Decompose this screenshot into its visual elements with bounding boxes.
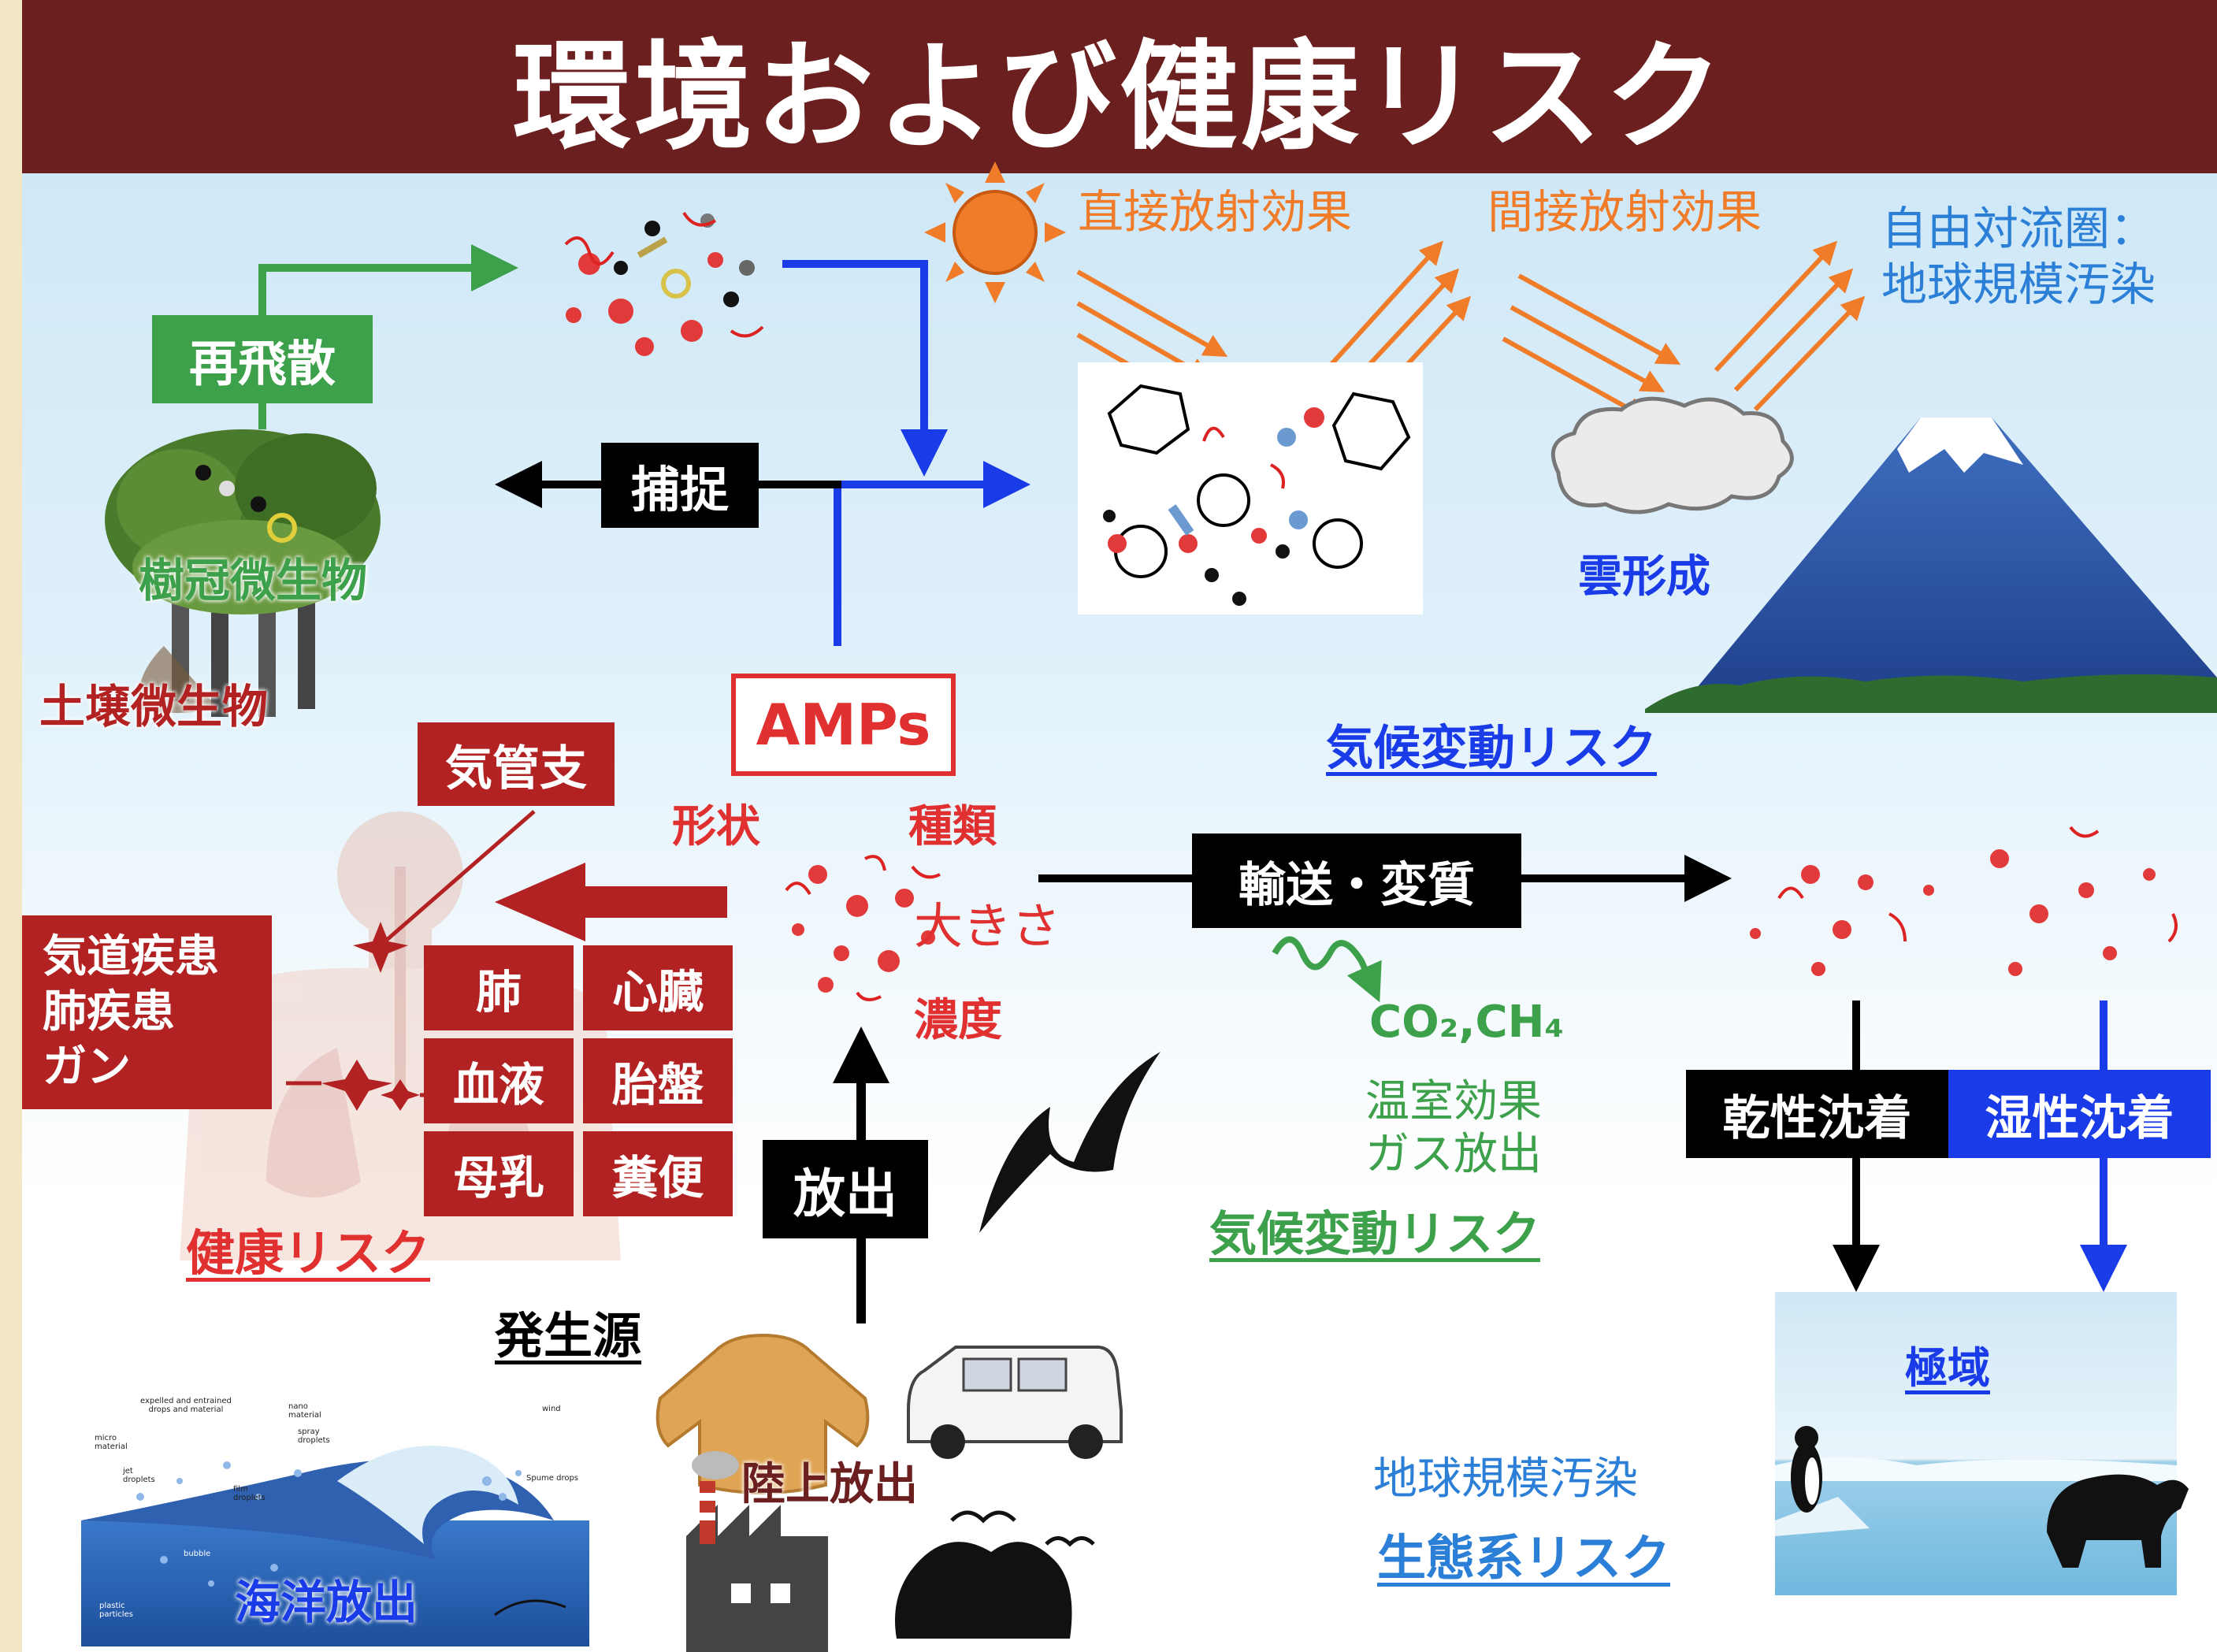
soil-microbes-label: 土壌微生物 [39, 680, 269, 733]
factory-icon [686, 1451, 828, 1652]
aerosol-particles-panel [1078, 362, 1423, 614]
indirect-radiative-label: 間接放射効果 [1487, 185, 1762, 239]
diseases-label: 気道疾患 肺疾患 ガン [22, 915, 272, 1109]
particle-cluster-top [564, 211, 764, 356]
ocean-label-spume: Spume drops [526, 1474, 579, 1483]
ghg-release-arrow [1272, 936, 1382, 1003]
capture-label: 捕捉 [601, 443, 759, 528]
organ-placenta: 胎盤 [583, 1038, 733, 1123]
garbage-icon [895, 1510, 1095, 1639]
size-label: 大きさ [914, 897, 1061, 955]
ecosystem-risk-label: 生態系リスク [1377, 1529, 1671, 1587]
organ-breast-milk: 母乳 [424, 1131, 574, 1216]
diagram-canvas: 環境および健康リスク [22, 0, 2217, 1652]
polar-region-label: 極域 [1905, 1343, 1990, 1393]
mountain-icon [1645, 418, 2217, 713]
ocean-label-bubble: bubble [184, 1550, 211, 1558]
free-troposphere-label: 自由対流圏： 地球規模汚染 [1881, 202, 2156, 311]
health-risk-label: 健康リスク [186, 1224, 431, 1282]
emission-label: 放出 [763, 1140, 928, 1238]
wave-icon [81, 1446, 589, 1646]
header-bar: 環境および健康リスク [22, 0, 2217, 173]
climate-risk-bottom-label: 気候変動リスク [1209, 1207, 1540, 1262]
ocean-label-spray: spray droplets [298, 1427, 330, 1445]
global-pollution-label: 地球規模汚染 [1373, 1453, 1638, 1505]
penguin-icon [1791, 1426, 1822, 1513]
shape-label: 形状 [672, 801, 760, 852]
ocean-label-film: film droplets [233, 1485, 266, 1502]
ocean-label-expelled: expelled and entrained drops and materia… [140, 1397, 232, 1414]
organ-feces: 糞便 [583, 1131, 733, 1216]
page-title: 環境および健康リスク [512, 28, 1726, 166]
transport-label: 輸送・変質 [1192, 833, 1521, 928]
direct-radiative-label: 直接放射効果 [1078, 185, 1353, 239]
polar-scene [1775, 1292, 2177, 1595]
wet-deposition-label: 湿性沈着 [1948, 1070, 2211, 1158]
resuspension-label: 再飛散 [152, 315, 373, 403]
concentration-label: 濃度 [914, 995, 1002, 1046]
type-label: 種類 [908, 801, 997, 852]
sun-icon [924, 161, 1066, 303]
bird-icon [979, 1052, 1160, 1233]
car-icon [907, 1346, 1123, 1459]
sources-title: 発生源 [495, 1307, 642, 1364]
ocean-emission-label: 海洋放出 [235, 1576, 418, 1629]
particle-cluster-right [1750, 826, 2178, 976]
health-risk-arrow [495, 863, 727, 941]
cloud-icon [1550, 396, 1794, 514]
organ-heart: 心臓 [583, 945, 733, 1030]
tree-icon [105, 429, 381, 717]
ocean-label-wind: wind [542, 1405, 561, 1413]
climate-risk-top-label: 気候変動リスク [1326, 721, 1657, 776]
ocean-label-plastic: plastic particles [99, 1602, 133, 1619]
dry-deposition-label: 乾性沈着 [1686, 1070, 1948, 1158]
polar-bear-icon [2047, 1474, 2189, 1568]
ocean-label-micro: micro material [95, 1434, 128, 1451]
ocean-label-jet: jet droplets [123, 1467, 155, 1484]
particle-cluster-middle [785, 855, 941, 1001]
canopy-microbes-label: 樹冠微生物 [139, 554, 368, 607]
ocean-label-nano: nano material [288, 1402, 321, 1420]
land-emission-label: 陸上放出 [741, 1459, 918, 1510]
organ-lung: 肺 [424, 945, 574, 1030]
bronchi-label: 気管支 [418, 722, 615, 806]
amps-flow-blue [782, 260, 1031, 646]
greenhouse-gas-label: 温室効果 ガス放出 [1365, 1076, 1542, 1181]
co2-ch4-label: CO₂,CH₄ [1369, 997, 1564, 1048]
amps-label: AMPs [731, 674, 956, 776]
cloud-formation-label: 雲形成 [1578, 551, 1710, 603]
organ-blood: 血液 [424, 1038, 574, 1123]
indirect-radiative-arrows [1502, 240, 1866, 420]
